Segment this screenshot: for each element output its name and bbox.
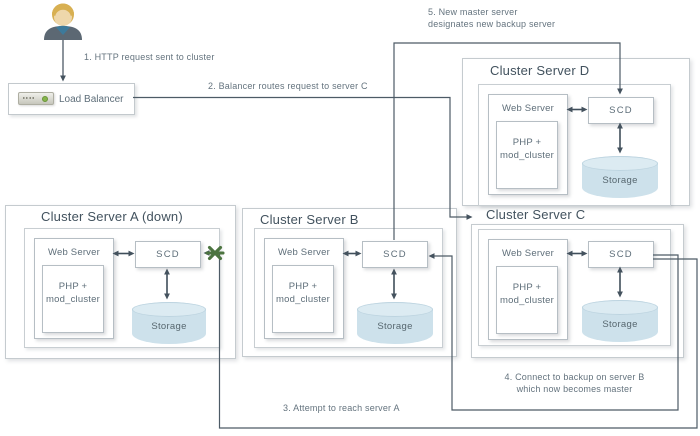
- scd-box-b: SCD: [362, 241, 428, 268]
- php-mod-cluster-box-c: PHP + mod_cluster: [496, 266, 558, 334]
- mod-cluster-label-b: mod_cluster: [276, 294, 330, 305]
- mod-cluster-label-d: mod_cluster: [500, 150, 554, 161]
- storage-cylinder-top-d: [582, 156, 658, 171]
- cluster-server-b-title: Cluster Server B: [260, 212, 359, 227]
- storage-label-b: Storage: [377, 321, 413, 332]
- cluster-server-a-title: Cluster Server A (down): [41, 209, 183, 224]
- scd-box-c: SCD: [588, 241, 654, 268]
- php-mod-cluster-box-d: PHP + mod_cluster: [496, 121, 558, 189]
- web-server-label-a: Web Server: [48, 247, 100, 258]
- php-label-d: PHP +: [512, 137, 542, 148]
- mod-cluster-label-c: mod_cluster: [500, 295, 554, 306]
- appliance-vents: [23, 97, 36, 99]
- step1-annotation: 1. HTTP request sent to cluster: [84, 52, 215, 62]
- storage-cylinder-top-c: [582, 300, 658, 315]
- storage-label-c: Storage: [602, 319, 638, 330]
- scd-box-d: SCD: [588, 97, 654, 124]
- php-mod-cluster-box-b: PHP + mod_cluster: [272, 265, 334, 333]
- step4-annotation: 4. Connect to backup on server B which n…: [482, 371, 667, 395]
- appliance-icon: [18, 92, 54, 105]
- mod-cluster-label-a: mod_cluster: [46, 294, 100, 305]
- step5-annotation: 5. New master server designates new back…: [428, 6, 555, 30]
- step3-annotation: 3. Attempt to reach server A: [283, 403, 400, 413]
- appliance-led: [42, 96, 48, 102]
- load-balancer-label: Load Balancer: [59, 93, 124, 105]
- storage-cylinder-a: Storage: [132, 302, 206, 344]
- storage-label-a: Storage: [151, 321, 187, 332]
- php-mod-cluster-box-a: PHP + mod_cluster: [42, 265, 104, 333]
- storage-cylinder-d: Storage: [582, 156, 658, 198]
- web-server-label-b: Web Server: [278, 247, 330, 258]
- step5-annotation-line2: designates new backup server: [428, 19, 556, 29]
- storage-cylinder-c: Storage: [582, 300, 658, 342]
- php-label-b: PHP +: [288, 281, 318, 292]
- cluster-server-a: Cluster Server A (down) Web Server PHP +…: [5, 205, 236, 359]
- php-label-c: PHP +: [512, 282, 542, 293]
- step4-annotation-line1: 4. Connect to backup on server B: [504, 372, 645, 382]
- storage-cylinder-b: Storage: [357, 302, 433, 344]
- storage-cylinder-top-b: [357, 302, 433, 317]
- user-icon: [44, 3, 82, 40]
- cluster-server-d: Cluster Server D Web Server PHP + mod_cl…: [462, 58, 690, 206]
- step4-annotation-line2: which now becomes master: [516, 384, 633, 394]
- step5-annotation-line1: 5. New master server: [428, 7, 518, 17]
- web-server-label-c: Web Server: [502, 248, 554, 259]
- storage-cylinder-top-a: [132, 302, 206, 317]
- cluster-server-c-title: Cluster Server C: [486, 207, 586, 222]
- cluster-server-d-title: Cluster Server D: [490, 63, 590, 78]
- web-server-label-d: Web Server: [502, 103, 554, 114]
- step2-annotation: 2. Balancer routes request to server C: [208, 81, 368, 91]
- storage-label-d: Storage: [602, 175, 638, 186]
- php-label-a: PHP +: [58, 281, 88, 292]
- wire-step2-balancer-to-server-c: [133, 96, 473, 220]
- scd-box-a: SCD: [135, 241, 201, 268]
- cluster-server-b: Cluster Server B Web Server PHP + mod_cl…: [242, 208, 457, 357]
- cluster-server-c: Web Server PHP + mod_cluster SCD Storage: [471, 224, 684, 358]
- load-balancer-box: Load Balancer: [8, 83, 135, 115]
